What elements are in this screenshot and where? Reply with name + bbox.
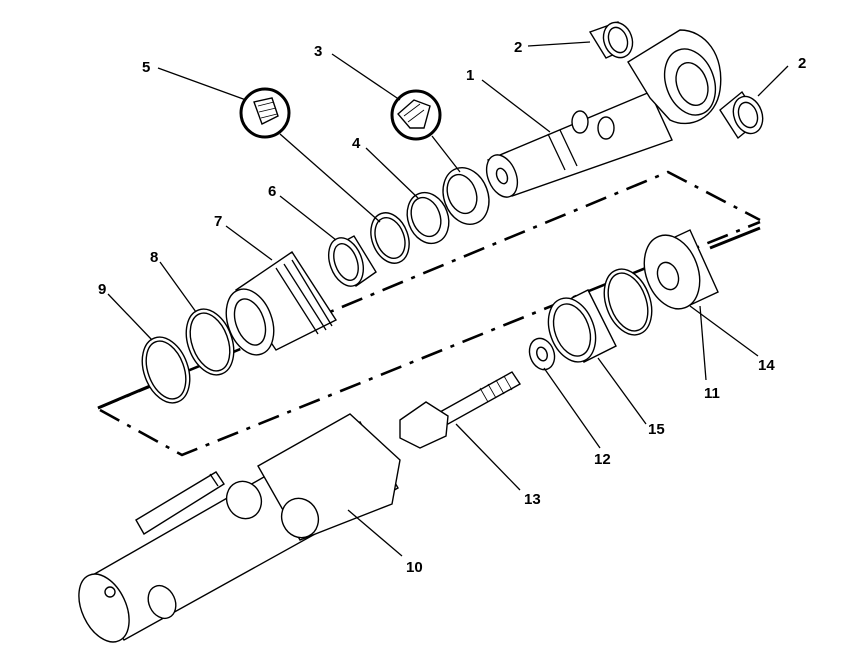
- wiper-detail-circle: [390, 89, 442, 141]
- piston-seal: [603, 268, 653, 336]
- callout-4: 4: [352, 135, 361, 152]
- bushing-right: [719, 90, 764, 140]
- phantom-line-lower: [99, 220, 761, 457]
- phantom-line-upper: [97, 170, 761, 410]
- piston: [643, 229, 719, 310]
- callout-12: 12: [594, 451, 611, 468]
- piston-rod: [485, 29, 722, 198]
- callout-5: 5: [142, 59, 150, 76]
- callout-11: 11: [704, 385, 720, 402]
- o-ring-detail-circle: [239, 87, 291, 139]
- snap-ring-8: [185, 308, 235, 376]
- washer: [528, 337, 556, 371]
- callout-2-upper: 2: [514, 39, 522, 56]
- leader-lines: [107, 41, 789, 557]
- callout-15: 15: [648, 421, 665, 438]
- axis-line-right: [709, 226, 761, 250]
- callout-7: 7: [214, 213, 222, 230]
- cylinder-barrel: [78, 413, 401, 643]
- backup-ring: [406, 191, 450, 245]
- callout-14: 14: [758, 357, 775, 374]
- axis-line-left: [97, 384, 151, 410]
- wear-band: [547, 289, 617, 363]
- callout-2-right: 2: [798, 55, 806, 72]
- callout-1: 1: [466, 67, 474, 84]
- snap-ring-9: [141, 336, 191, 404]
- bearing-sleeve: [328, 235, 377, 287]
- callout-3: 3: [314, 43, 322, 60]
- bushing-upper: [588, 21, 634, 59]
- callout-6: 6: [268, 183, 276, 200]
- callout-9: 9: [98, 281, 106, 298]
- callout-8: 8: [150, 249, 158, 266]
- bolt: [399, 371, 522, 449]
- callout-13: 13: [524, 491, 541, 508]
- cylinder-head: [225, 251, 338, 356]
- o-ring: [370, 212, 410, 264]
- callout-10: 10: [406, 559, 423, 576]
- wiper-seal: [442, 167, 490, 225]
